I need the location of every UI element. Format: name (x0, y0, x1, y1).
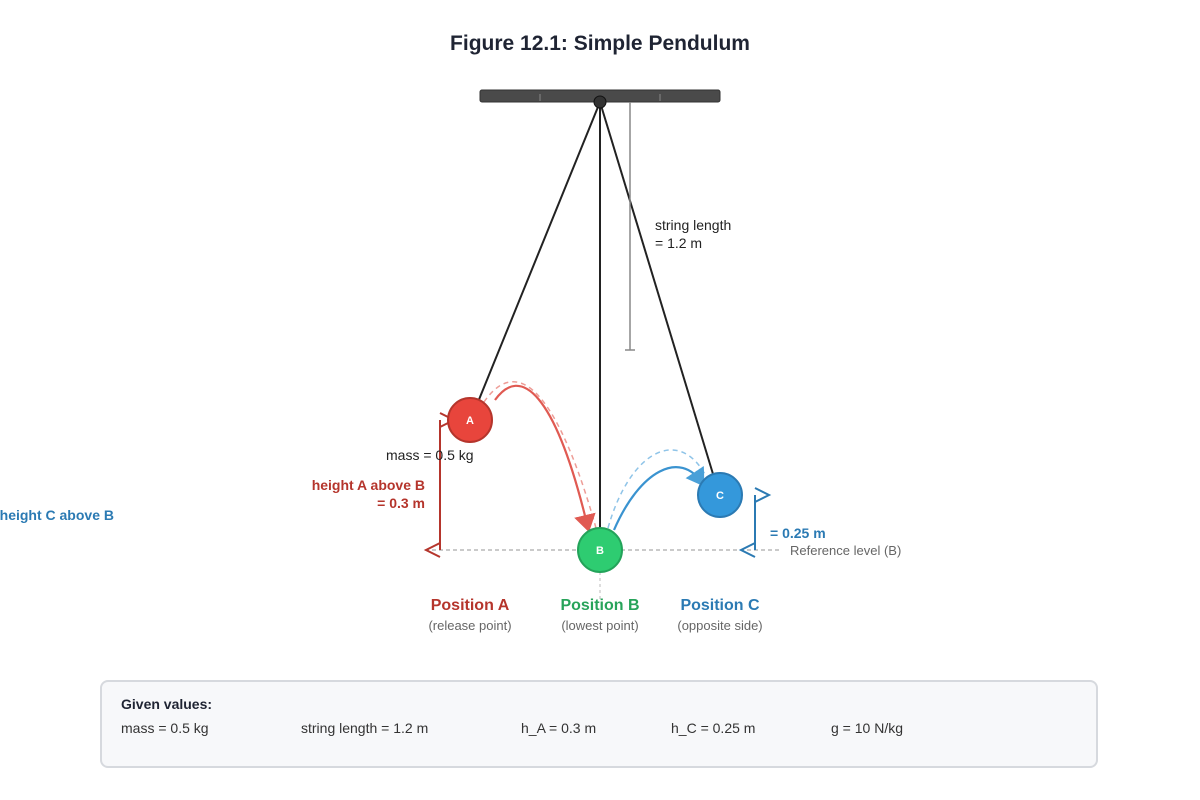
mass-label: mass = 0.5 kg (386, 447, 474, 463)
position-a-title: Position A (431, 597, 510, 614)
position-b-note: (lowest point) (561, 618, 638, 633)
height-c-arrow-top (754, 487, 772, 503)
string-a (477, 101, 601, 403)
bob-a-label: A (466, 415, 474, 427)
height-c-value: = 0.25 m (770, 525, 826, 541)
height-a-arrow-bottom (423, 542, 441, 558)
arc-a-to-b (494, 384, 596, 533)
given-string-length: string length = 1.2 m (301, 720, 429, 736)
bob-b (577, 527, 623, 573)
given-values-panel: Given values: mass = 0.5 kg string lengt… (100, 680, 1098, 768)
pivot-point (593, 95, 607, 109)
position-b-title: Position B (560, 597, 639, 614)
position-c-note: (opposite side) (677, 618, 762, 633)
height-c-label: height C above B (0, 507, 114, 523)
reference-level-label: Reference level (B) (790, 543, 901, 558)
given-values-title: Given values: (121, 696, 213, 712)
given-gravity: g = 10 N/kg (831, 720, 903, 736)
bob-b-label: B (596, 545, 604, 557)
height-a-label: height A above B (312, 477, 425, 493)
height-c-arrow-bottom (738, 542, 756, 558)
position-c-title: Position C (680, 597, 760, 614)
arc-a-to-b-dashed (483, 381, 597, 529)
string-length-label: string length (655, 217, 731, 233)
position-a-note: (release point) (428, 618, 511, 633)
string-length-value: = 1.2 m (655, 235, 702, 251)
height-a-value: = 0.3 m (377, 495, 425, 511)
given-height-a: h_A = 0.3 m (521, 720, 597, 736)
bob-c (697, 472, 743, 518)
string-c (599, 101, 714, 475)
arc-b-to-c (612, 465, 705, 531)
bob-a (447, 397, 493, 443)
arc-b-to-c-dashed (607, 449, 708, 529)
given-mass: mass = 0.5 kg (121, 720, 209, 736)
figure-title: Figure 12.1: Simple Pendulum (450, 32, 750, 55)
bob-c-label: C (716, 490, 724, 502)
given-height-c: h_C = 0.25 m (671, 720, 756, 736)
